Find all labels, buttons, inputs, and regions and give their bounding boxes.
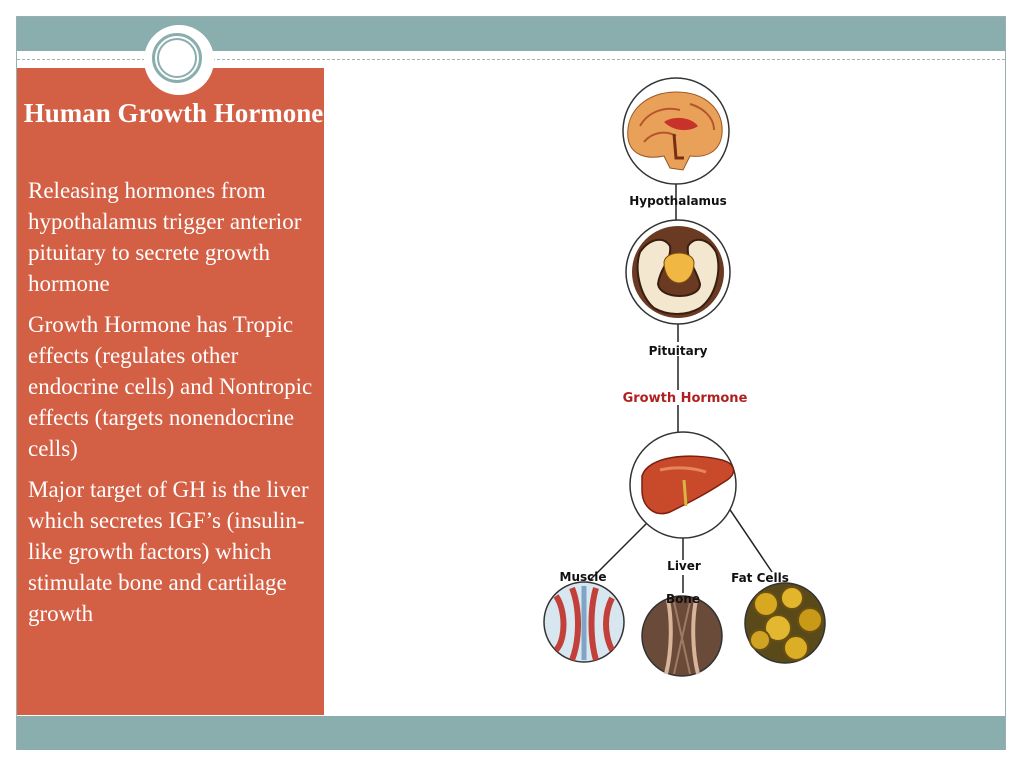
growth-hormone-label: Growth Hormone xyxy=(623,391,748,406)
slide-title: Human Growth Hormone xyxy=(23,98,324,128)
bullet-list: Releasing hormones from hypothalamus tri… xyxy=(28,175,328,639)
fat-cells-icon xyxy=(744,582,826,664)
bullet-item: Major target of GH is the liver which se… xyxy=(28,477,309,626)
hypothalamus-label: Hypothalamus xyxy=(629,194,726,208)
bullet-item: Growth Hormone has Tropic effects (regul… xyxy=(28,312,313,461)
liver-icon xyxy=(629,431,737,539)
pituitary-icon xyxy=(625,219,731,325)
brain-icon xyxy=(622,77,730,185)
liver-label: Liver xyxy=(667,559,701,573)
muscle-icon xyxy=(543,581,625,663)
connector-line xyxy=(589,519,651,581)
header-divider xyxy=(17,59,1005,60)
muscle-label: Muscle xyxy=(560,570,607,584)
footer-band xyxy=(17,716,1005,750)
bone-icon xyxy=(641,595,723,677)
fat-cells-label: Fat Cells xyxy=(731,571,789,585)
pituitary-label: Pituitary xyxy=(649,344,708,358)
sidebar-panel: Human Growth Hormone Releasing hormones … xyxy=(17,68,324,715)
bone-label: Bone xyxy=(666,592,700,606)
bullet-item: Releasing hormones from hypothalamus tri… xyxy=(28,178,302,296)
medallion-inner-ring-icon xyxy=(157,38,197,78)
